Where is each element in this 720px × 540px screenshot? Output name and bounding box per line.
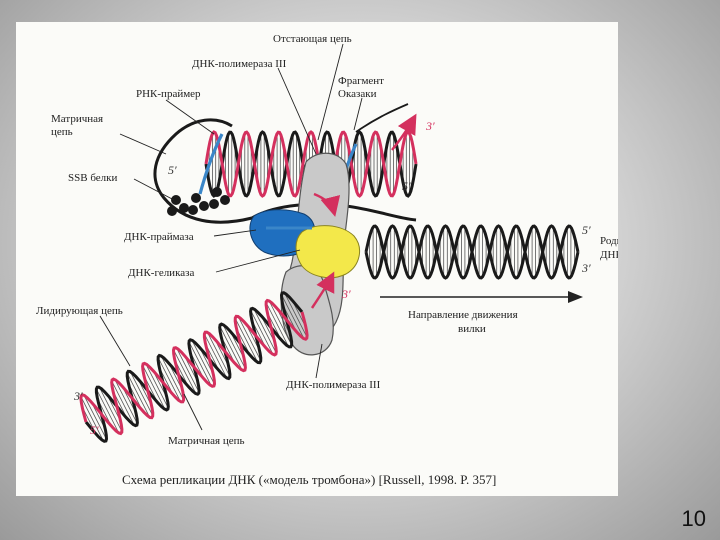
base-pair-rung xyxy=(129,371,154,416)
end-parent-3: 3′ xyxy=(581,261,591,275)
base-pair-rung xyxy=(176,347,200,393)
base-pair-rung xyxy=(250,310,274,355)
base-pair-rung xyxy=(83,395,107,440)
polymerase-arrow-bottom xyxy=(310,271,335,309)
base-pair-rung xyxy=(265,302,289,347)
rna-primer-blue xyxy=(198,133,224,195)
base-pair-rung xyxy=(160,355,184,401)
end-parent-5: 5′ xyxy=(582,223,591,237)
end-top-3-red: 3′ xyxy=(425,119,435,133)
label-template-top-line2: цепь xyxy=(51,126,73,138)
leading-strand-red xyxy=(79,298,309,436)
base-pair-rung xyxy=(114,379,138,424)
base-pair-rung xyxy=(188,341,212,387)
base-pair-rung xyxy=(281,294,305,339)
replication-diagram: Отстающая цепь ДНК-полимераза III Фрагме… xyxy=(36,33,618,487)
label-template-bottom: Матричная цепь xyxy=(168,435,245,447)
label-ssb: SSB белки xyxy=(68,172,117,184)
label-primase: ДНК-праймаза xyxy=(124,231,194,243)
label-direction-line1: Направление движения xyxy=(408,309,518,321)
base-pair-rung xyxy=(237,316,262,361)
dna-helicase xyxy=(295,225,361,279)
end-bottom-5: 5′ xyxy=(90,423,99,437)
label-okazaki-line1: Фрагмент xyxy=(338,75,384,87)
label-pointers xyxy=(99,43,363,431)
lagging-arrow-red xyxy=(391,113,417,151)
parental-strand-black-2 xyxy=(364,224,580,280)
base-pair-rung xyxy=(234,318,259,363)
base-pair-rung xyxy=(253,308,277,354)
slide-page: Отстающая цепь ДНК-полимераза III Фрагме… xyxy=(16,22,618,496)
slide-number: 10 xyxy=(681,506,706,531)
base-pair-rung xyxy=(145,363,169,409)
label-dna-polymerase-bottom: ДНК-полимераза III xyxy=(286,379,381,391)
base-pair-rung xyxy=(268,300,292,346)
polymerase-arrow-top xyxy=(313,192,341,217)
base-pair-rung xyxy=(126,373,151,418)
base-pair-rung xyxy=(207,332,231,377)
end-bottom-3: 3′ xyxy=(73,389,83,403)
ssb-proteins xyxy=(167,187,230,216)
figure-caption: Схема репликации ДНК («модель тромбона»)… xyxy=(122,472,496,487)
label-direction-line2: вилки xyxy=(458,323,486,335)
base-pair-rung xyxy=(173,349,197,394)
base-pair-rung xyxy=(99,387,123,432)
label-rna-primer: РНК-праймер xyxy=(136,88,201,100)
label-template-top-line1: Матричная xyxy=(51,113,103,125)
parental-dna-helix xyxy=(364,224,580,280)
label-leading-strand: Лидирующая цепь xyxy=(36,305,123,317)
label-parent-line2: ДНК xyxy=(600,249,618,261)
template-loop xyxy=(153,118,253,224)
base-pair-rung xyxy=(222,324,246,369)
base-pair-rung xyxy=(96,388,120,434)
end-top-5b: 5′ xyxy=(402,179,411,193)
label-okazaki-line2: Оказаки xyxy=(338,88,377,100)
base-pair-rung xyxy=(204,333,228,379)
base-pair-rung xyxy=(157,357,181,402)
label-parent-line1: Родительская xyxy=(600,235,618,247)
base-pair-rung xyxy=(80,396,104,442)
label-helicase: ДНК-геликаза xyxy=(128,267,194,279)
end-mid-3-red: 3′ xyxy=(341,287,351,301)
leading-strand-helix xyxy=(79,291,309,443)
label-dna-polymerase-top: ДНК-полимераза III xyxy=(192,58,287,70)
base-pair-rung xyxy=(219,325,243,371)
base-pair-rung xyxy=(191,340,215,385)
lagging-strand-red xyxy=(204,130,418,198)
end-top-5a: 5′ xyxy=(168,163,177,177)
base-pair-rung xyxy=(284,292,308,338)
base-pair-rung xyxy=(111,380,135,426)
label-lagging-strand: Отстающая цепь xyxy=(273,33,352,45)
base-pair-rung xyxy=(142,365,166,410)
okazaki-fragment-line xyxy=(355,103,409,133)
